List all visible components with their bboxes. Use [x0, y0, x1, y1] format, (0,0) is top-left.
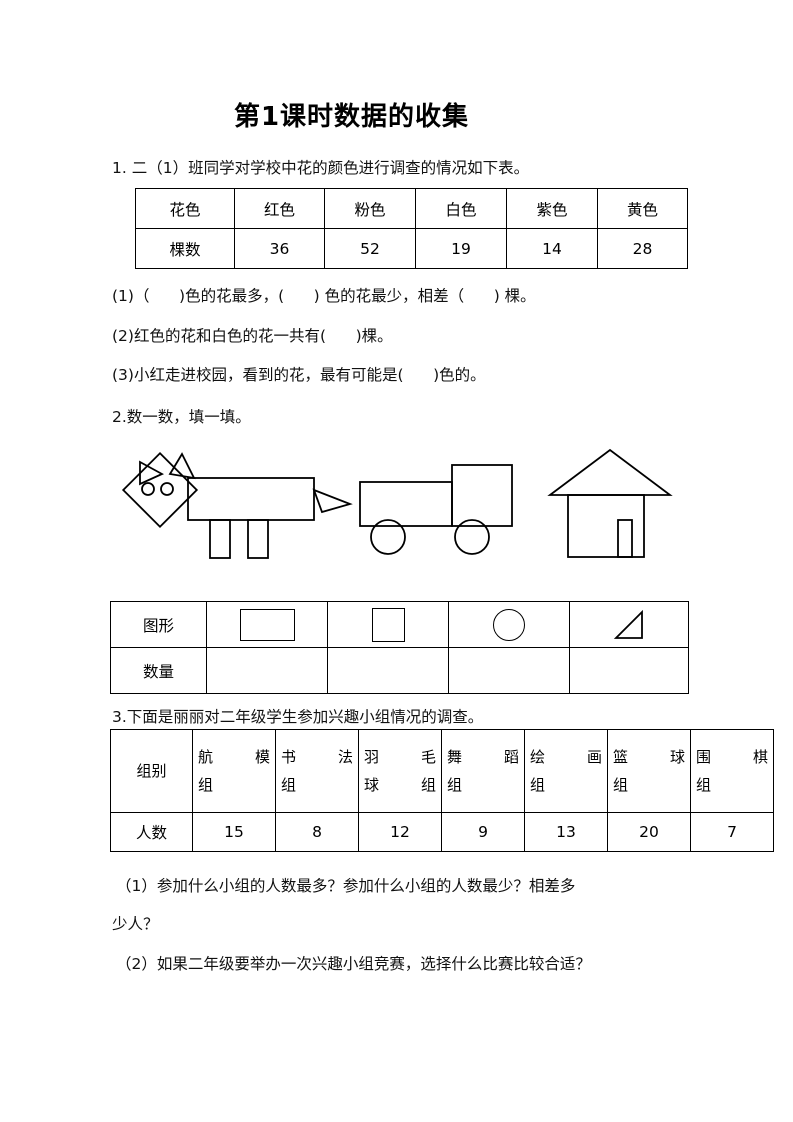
row-header-people-count: 人数	[110, 812, 193, 852]
group-label-line-1: 围 棋	[696, 748, 768, 766]
group-label-line-2: 组	[696, 776, 712, 794]
group-cell-4: 绘 画 组	[524, 729, 608, 813]
group-count-2: 12	[358, 812, 442, 852]
row-header-flower-colour: 花色	[135, 188, 235, 229]
truck-wheel-front-icon	[370, 519, 406, 555]
quantity-cell-rectangle[interactable]	[206, 647, 328, 694]
group-count-6: 7	[690, 812, 774, 852]
question-1-sub-2: (2)红色的花和白色的花一共有( )棵。	[112, 327, 393, 345]
animal-left-ear-icon	[139, 460, 165, 486]
truck-wheel-rear-icon	[454, 519, 490, 555]
cell-count-0: 36	[234, 228, 325, 269]
group-label-line-1: 书 法	[281, 748, 353, 766]
rectangle-icon	[239, 608, 295, 641]
animal-head-diamond	[121, 451, 199, 529]
group-label-line-1: 篮 球	[613, 748, 685, 766]
table-row: 图形	[110, 601, 689, 648]
group-label-line-2: 组	[198, 776, 214, 794]
quantity-cell-triangle[interactable]	[569, 647, 689, 694]
question-3-prompt: 3.下面是丽丽对二年级学生参加兴趣小组情况的调查。	[112, 708, 484, 726]
truck-bed-rect	[359, 481, 453, 527]
group-label-line-2: 球组	[364, 776, 436, 794]
house-door-rect	[617, 519, 633, 558]
animal-tail-icon	[312, 488, 353, 514]
quantity-cell-circle[interactable]	[448, 647, 570, 694]
group-count-5: 20	[607, 812, 691, 852]
group-label-line-2: 组	[530, 776, 546, 794]
shape-cell-triangle	[569, 601, 689, 648]
square-icon	[371, 607, 405, 642]
group-count-4: 13	[524, 812, 608, 852]
quantity-cell-square[interactable]	[327, 647, 449, 694]
animal-leg-right-rect	[247, 519, 269, 559]
house-body-rect	[567, 494, 645, 558]
row-header-shape: 图形	[110, 601, 207, 648]
row-header-group: 组别	[110, 729, 193, 813]
animal-leg-left-rect	[209, 519, 231, 559]
question-1-prompt: 1. 二（1）班同学对学校中花的颜色进行调查的情况如下表。	[112, 159, 530, 177]
circle-icon	[493, 608, 525, 641]
table-row: 棵数 36 52 19 14 28	[135, 228, 688, 269]
flower-colour-table: 花色 红色 粉色 白色 紫色 黄色 棵数 36 52 19 14 28	[135, 188, 688, 269]
group-cell-0: 航 模 组	[192, 729, 276, 813]
cell-count-2: 19	[415, 228, 507, 269]
animal-eye-left-icon	[141, 482, 155, 496]
shape-cell-circle	[448, 601, 570, 648]
group-cell-6: 围 棋 组	[690, 729, 774, 813]
cell-count-1: 52	[324, 228, 416, 269]
cell-colour-4: 黄色	[597, 188, 688, 229]
question-1-sub-1: (1)（ )色的花最多，( ) 色的花最少，相差（ ) 棵。	[112, 287, 536, 305]
group-count-3: 9	[441, 812, 525, 852]
table-row: 人数 15 8 12 9 13 20 7	[110, 812, 774, 852]
question-3-sub-2: （2）如果二年级要举办一次兴趣小组竞赛，选择什么比赛比较合适？	[116, 955, 591, 973]
cell-count-3: 14	[506, 228, 598, 269]
group-label-line-2: 组	[613, 776, 629, 794]
truck-cab-rect	[451, 464, 513, 527]
animal-figure	[121, 451, 353, 559]
cell-count-4: 28	[597, 228, 688, 269]
question-2-prompt: 2.数一数，填一填。	[112, 408, 251, 426]
table-row: 数量	[110, 647, 689, 694]
shape-tally-table: 图形 数量	[110, 601, 689, 694]
group-label-line-2: 组	[281, 776, 297, 794]
page-title: 第1课时数据的收集	[233, 102, 470, 132]
shape-cell-rectangle	[206, 601, 328, 648]
question-1-sub-3: (3)小红走进校园，看到的花，最有可能是( )色的。	[112, 366, 486, 384]
row-header-flower-count: 棵数	[135, 228, 235, 269]
cell-colour-0: 红色	[234, 188, 325, 229]
house-figure	[547, 448, 673, 558]
question-3-sub-1-line-2: 少人？	[112, 915, 159, 933]
group-label-line-2: 组	[447, 776, 463, 794]
cell-colour-3: 紫色	[506, 188, 598, 229]
shape-drawings-area	[110, 432, 690, 582]
drawings-canvas	[121, 448, 673, 559]
cell-colour-1: 粉色	[324, 188, 416, 229]
group-label-line-1: 航 模	[198, 748, 270, 766]
house-roof-triangle	[547, 448, 673, 496]
shape-cell-square	[327, 601, 449, 648]
table-row: 花色 红色 粉色 白色 紫色 黄色	[135, 188, 688, 229]
interest-group-table: 组别 航 模 组 书 法 组 羽 毛 球组 舞 蹈 组 绘 画 组 篮	[110, 729, 774, 852]
animal-body-rect	[187, 477, 315, 521]
question-3-sub-1-line-1: （1）参加什么小组的人数最多？参加什么小组的人数最少？相差多	[116, 877, 576, 895]
group-cell-1: 书 法 组	[275, 729, 359, 813]
group-cell-2: 羽 毛 球组	[358, 729, 442, 813]
animal-eye-right-icon	[160, 482, 174, 496]
group-label-line-1: 绘 画	[530, 748, 602, 766]
group-cell-5: 篮 球 组	[607, 729, 691, 813]
row-header-quantity: 数量	[110, 647, 207, 694]
group-count-1: 8	[275, 812, 359, 852]
group-cell-3: 舞 蹈 组	[441, 729, 525, 813]
truck-figure	[359, 464, 513, 555]
cell-colour-2: 白色	[415, 188, 507, 229]
group-label-line-1: 舞 蹈	[447, 748, 519, 766]
triangle-icon	[613, 609, 643, 639]
table-row: 组别 航 模 组 书 法 组 羽 毛 球组 舞 蹈 组 绘 画 组 篮	[110, 729, 774, 813]
group-label-line-1: 羽 毛	[364, 748, 436, 766]
group-count-0: 15	[192, 812, 276, 852]
